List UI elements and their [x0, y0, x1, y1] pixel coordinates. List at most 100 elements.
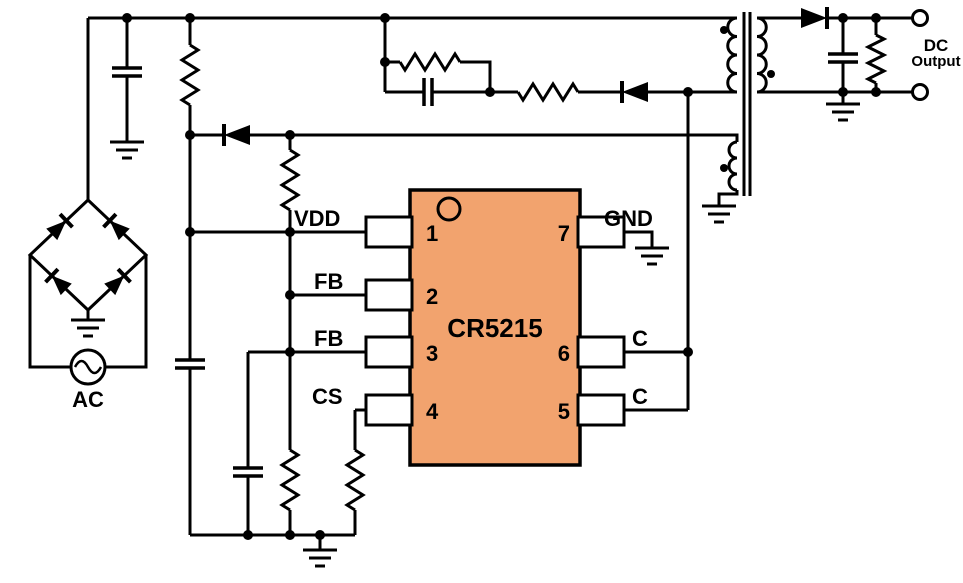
ic-pin-3-pad: [364, 335, 414, 369]
ground-symbol: [69, 318, 107, 338]
junction-dot: [683, 87, 693, 97]
junction-dot: [838, 13, 848, 23]
ac-input-label: AC: [72, 387, 104, 412]
resistor-symbol: [398, 52, 462, 72]
clamp-series-resistor: [516, 82, 580, 102]
secondary-winding: [756, 16, 768, 94]
resistor-symbol: [280, 148, 300, 212]
ic-cr5215: CR5215 1 2 3 4 7 6 5 VDD FB FB CS GND C …: [294, 188, 671, 467]
feedback-filter-capacitor: [233, 466, 263, 478]
sine-wave-icon: [73, 359, 103, 375]
dc-output-label-line2: Output: [911, 53, 960, 70]
input-filter-capacitor: [108, 66, 146, 160]
junction-dot: [185, 227, 195, 237]
vdd-capacitor: [175, 358, 205, 370]
ic-pin-2-pad: [364, 278, 414, 312]
feedback-upper-resistor: [280, 148, 300, 212]
resistor-symbol: [866, 33, 886, 85]
junction-dot: [285, 290, 295, 300]
feedback-lower-resistor: [280, 448, 300, 512]
output-diode: [799, 5, 829, 31]
ic-pin-2-label: FB: [314, 269, 343, 294]
wires: [28, 16, 912, 550]
ac-source-circle: [69, 348, 107, 386]
junction-dot: [285, 530, 295, 540]
ic-pin-3-number: 3: [426, 341, 438, 366]
junction-dot: [122, 13, 132, 23]
bridge-diamond: [27, 197, 149, 313]
junction-dot: [285, 347, 295, 357]
bottom-ground: [301, 548, 339, 568]
ic-pin-6-label: C: [632, 326, 648, 351]
junction-dot: [285, 130, 295, 140]
wire-aux-line: [190, 133, 739, 142]
phase-dot: [767, 70, 775, 78]
ic-body: [408, 188, 582, 467]
aux-winding: [727, 140, 738, 192]
junction-dot: [285, 227, 295, 237]
ic-pin-5-number: 5: [558, 399, 570, 424]
wire-cs-pin: [353, 408, 366, 535]
ic-pin-7-pad: [576, 215, 626, 249]
ic-pin-5-label: C: [632, 384, 648, 409]
junction-dot: [185, 13, 195, 23]
junction-dot: [380, 57, 390, 67]
ic-pin-7-number: 7: [558, 221, 570, 246]
junction-dot: [185, 130, 195, 140]
startup-resistor: [180, 43, 200, 107]
ground-symbol: [633, 246, 671, 266]
output-load-resistor: [866, 33, 886, 85]
wire-ac-leads: [28, 255, 148, 369]
dc-output-negative-terminal: [911, 83, 929, 101]
phase-dot: [720, 26, 728, 34]
diode-symbol: [620, 79, 650, 105]
junction-dot: [683, 347, 693, 357]
clamp-diode: [620, 79, 650, 105]
ic-pin-1-pad: [364, 215, 414, 249]
wire-gnd-pin: [624, 230, 654, 248]
wire-fb3-pin: [246, 350, 366, 535]
ic-pin-6-pad: [576, 335, 626, 369]
junction-dots: [122, 13, 881, 540]
junction-dot: [380, 13, 390, 23]
primary-winding: [726, 16, 738, 94]
junction-dot: [243, 530, 253, 540]
ic-pin-4-label: CS: [312, 384, 343, 409]
ic-part-number: CR5215: [447, 313, 542, 343]
ic-pin-3-label: FB: [314, 326, 343, 351]
output-capacitor: [824, 52, 862, 122]
ic-pin-4-number: 4: [426, 399, 439, 424]
ic-pin-1-label: VDD: [294, 206, 340, 231]
ic-pin-6-number: 6: [558, 341, 570, 366]
wire-collector-pins: [624, 92, 690, 412]
junction-dot: [315, 530, 325, 540]
resistor-symbol: [280, 448, 300, 512]
junction-dot: [871, 13, 881, 23]
ground-symbol: [301, 548, 339, 568]
resistor-symbol: [180, 43, 200, 107]
phase-dot: [720, 164, 728, 172]
aux-rectifier-diode: [222, 122, 252, 148]
ic-pin-2-number: 2: [426, 284, 438, 309]
wire-aux-gnd: [717, 190, 739, 206]
junction-dot: [871, 87, 881, 97]
ic-pin-4-pad: [364, 393, 414, 427]
diode-symbol: [222, 122, 252, 148]
ic-pin-7-label: GND: [604, 206, 653, 231]
ground-symbol: [700, 204, 738, 224]
ic-pin-5-pad: [576, 393, 626, 427]
current-sense-resistor: [345, 448, 365, 512]
dc-output-label-line1: DC: [924, 36, 949, 55]
bridge-rectifier: [27, 197, 149, 338]
ground-symbol: [108, 140, 146, 160]
diode-symbol: [799, 5, 829, 31]
junction-dot: [838, 87, 848, 97]
resistor-symbol: [516, 82, 580, 102]
resistor-symbol: [345, 448, 365, 512]
junction-dot: [485, 87, 495, 97]
ic-pin-1-number: 1: [426, 221, 438, 246]
transformer: [700, 12, 775, 224]
pin1-indicator-icon: [436, 196, 462, 222]
